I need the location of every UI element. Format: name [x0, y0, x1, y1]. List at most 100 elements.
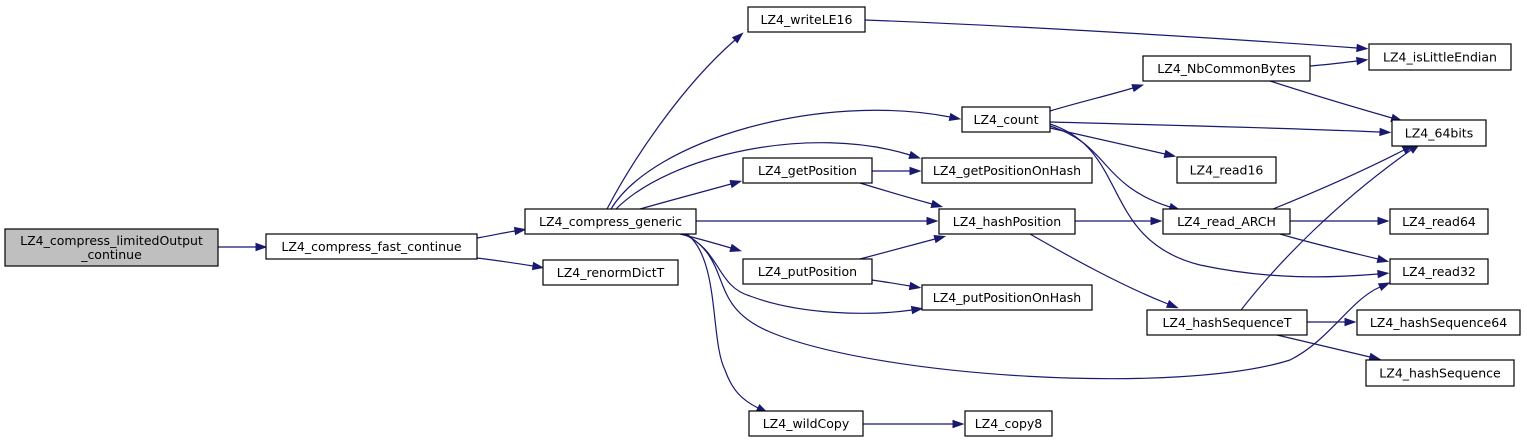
edge-line: [606, 39, 736, 210]
arrowhead-icon: [908, 281, 922, 291]
edge-compress_generic-to-getPositionOnHash: [615, 142, 922, 210]
edge-NbCommonBytes-to-isLittleEndian: [1309, 56, 1369, 67]
edge-line: [476, 230, 516, 239]
edge-putPosition-to-hashPosition: [859, 235, 947, 260]
arrowhead-icon: [1368, 352, 1382, 361]
node-putPositionOnHash[interactable]: LZ4_putPositionOnHash: [921, 284, 1093, 311]
node-label: _continue: [80, 247, 142, 262]
node-box: [1365, 359, 1515, 387]
node-label: LZ4_hashSequence: [1379, 366, 1501, 381]
edge-compress_generic-to-writeLE16: [606, 32, 744, 210]
edge-read_ARCH-to-read64: [1290, 216, 1390, 226]
arrowhead-icon: [1131, 84, 1145, 93]
edge-line: [1049, 87, 1134, 112]
node-label: LZ4_putPositionOnHash: [933, 290, 1081, 305]
arrowhead-icon: [948, 112, 962, 121]
node-box: [542, 259, 679, 286]
node-read_ARCH[interactable]: LZ4_read_ARCH: [1162, 208, 1291, 235]
node-label: LZ4_NbCommonBytes: [1157, 61, 1295, 76]
node-box: [961, 106, 1051, 133]
node-wildCopy[interactable]: LZ4_wildCopy: [748, 410, 864, 437]
nodes-layer: LZ4_compress_limitedOutput_continueLZ4_c…: [4, 6, 1521, 437]
edge-line: [639, 183, 732, 210]
arrowhead-icon: [1377, 269, 1390, 279]
node-getPositionOnHash[interactable]: LZ4_getPositionOnHash: [921, 157, 1093, 184]
edge-line: [871, 279, 911, 287]
node-box: [921, 157, 1093, 184]
node-hashSequence64[interactable]: LZ4_hashSequence64: [1356, 309, 1521, 336]
arrowhead-icon: [1379, 127, 1392, 137]
arrowhead-icon: [952, 419, 965, 429]
edge-line: [864, 19, 1358, 49]
node-limitedOutput_continue: LZ4_compress_limitedOutput_continue: [4, 228, 219, 267]
arrowhead-icon: [729, 180, 743, 189]
node-count[interactable]: LZ4_count: [961, 106, 1051, 133]
node-hashSequenceT[interactable]: LZ4_hashSequenceT: [1146, 309, 1308, 336]
node-hashSequence[interactable]: LZ4_hashSequence: [1365, 359, 1515, 387]
edge-hashSequenceT-to-hashSequence: [1276, 334, 1382, 361]
edge-read_ARCH-to-64bits: [1272, 144, 1415, 210]
arrowhead-icon: [908, 150, 922, 159]
node-writeLE16[interactable]: LZ4_writeLE16: [747, 6, 866, 33]
edge-NbCommonBytes-to-64bits: [1269, 80, 1404, 122]
node-box: [265, 233, 478, 260]
node-copy8[interactable]: LZ4_copy8: [964, 410, 1053, 437]
node-renormDictT[interactable]: LZ4_renormDictT: [542, 259, 679, 286]
node-hashPosition[interactable]: LZ4_hashPosition: [938, 208, 1076, 235]
edge-line: [686, 233, 759, 409]
node-compress_generic[interactable]: LZ4_compress_generic: [524, 208, 697, 235]
node-box: [742, 258, 873, 285]
node-box: [524, 208, 697, 235]
node-box: [964, 410, 1053, 437]
node-label: LZ4_renormDictT: [557, 265, 665, 280]
node-compress_fast_continue[interactable]: LZ4_compress_fast_continue: [265, 233, 478, 260]
node-box: [1176, 156, 1277, 184]
edge-line: [859, 182, 933, 205]
node-label: LZ4_putPosition: [758, 264, 857, 279]
arrowhead-icon: [930, 199, 944, 208]
node-label: LZ4_read64: [1402, 214, 1476, 229]
arrowhead-icon: [1356, 43, 1369, 53]
edge-hashPosition-to-hashSequenceT: [1029, 233, 1179, 309]
edge-getPosition-to-hashPosition: [859, 182, 944, 208]
edge-wildCopy-to-copy8: [863, 419, 965, 429]
edge-line: [1269, 80, 1393, 119]
node-label: LZ4_read32: [1402, 264, 1476, 279]
node-box: [921, 284, 1093, 311]
arrowhead-icon: [731, 32, 744, 44]
node-putPosition[interactable]: LZ4_putPosition: [742, 258, 873, 285]
node-read64[interactable]: LZ4_read64: [1389, 208, 1489, 235]
edge-limitedOutput_continue-to-compress_fast_continue: [218, 242, 268, 252]
node-box: [4, 228, 219, 267]
edge-compress_generic-to-hashPosition: [696, 216, 939, 226]
arrowhead-icon: [1356, 56, 1369, 66]
edge-compress_fast_continue-to-compress_generic: [476, 226, 527, 239]
edge-compress_fast_continue-to-renormDictT: [476, 257, 545, 271]
edge-compress_generic-to-read32: [684, 233, 1391, 380]
node-label: LZ4_isLittleEndian: [1383, 50, 1497, 65]
node-label: LZ4_compress_generic: [539, 214, 682, 229]
node-read32[interactable]: LZ4_read32: [1389, 258, 1489, 285]
arrowhead-icon: [910, 305, 924, 315]
node-isLittleEndian[interactable]: LZ4_isLittleEndian: [1368, 43, 1512, 71]
arrowhead-icon: [926, 216, 939, 226]
node-box: [1389, 208, 1489, 235]
node-read16[interactable]: LZ4_read16: [1176, 156, 1277, 184]
node-NbCommonBytes[interactable]: LZ4_NbCommonBytes: [1142, 55, 1311, 82]
node-label: LZ4_64bits: [1405, 126, 1473, 141]
edge-line: [1049, 125, 1171, 208]
arrowhead-icon: [729, 243, 743, 252]
edge-line: [682, 233, 913, 314]
edge-hashSequenceT-to-hashSequence64: [1307, 317, 1357, 327]
node-label: LZ4_writeLE16: [761, 12, 853, 27]
edge-compress_generic-to-getPosition: [639, 180, 743, 210]
edge-line: [476, 257, 534, 267]
node-label: LZ4_count: [974, 112, 1039, 127]
node-64bits[interactable]: LZ4_64bits: [1391, 119, 1487, 147]
edge-getPosition-to-getPositionOnHash: [872, 166, 922, 176]
node-getPosition[interactable]: LZ4_getPosition: [742, 157, 873, 184]
node-box: [938, 208, 1076, 235]
arrowhead-icon: [933, 235, 947, 244]
node-label: LZ4_read16: [1190, 163, 1264, 178]
edge-putPosition-to-putPositionOnHash: [871, 279, 922, 291]
